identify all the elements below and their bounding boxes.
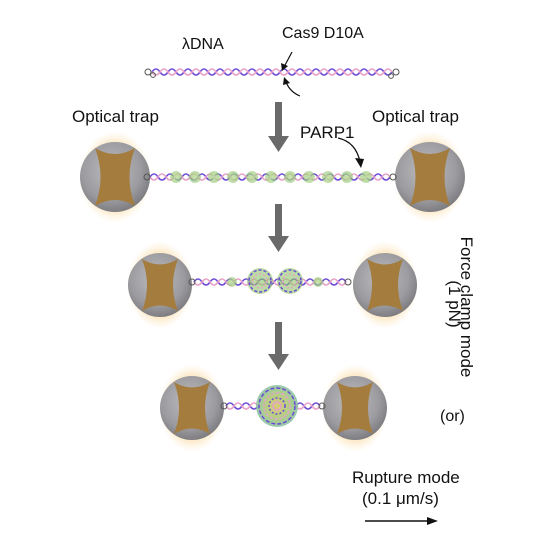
cas9-nick-arrows: [281, 51, 301, 97]
optical-trap-right-2: [394, 131, 466, 223]
dna-partially-condensed: [188, 268, 352, 294]
dna-strand-top: [144, 68, 400, 79]
optical-trap-left-label: Optical trap: [72, 107, 159, 126]
optical-trap-right-label: Optical trap: [372, 107, 459, 126]
rupture-direction-arrow: [365, 517, 438, 525]
or-label: (or): [440, 408, 465, 425]
process-arrow-2: [268, 204, 289, 252]
optical-trap-left-4: [159, 364, 225, 452]
optical-trap-right-3: [352, 241, 418, 329]
optical-trap-left-3: [127, 241, 193, 329]
cas9-label: Cas9 D10A: [282, 25, 364, 42]
dna-fully-condensed: [220, 385, 326, 427]
process-arrow-3: [268, 322, 289, 370]
lambda-dna-label: λDNA: [182, 36, 224, 53]
process-arrow-1: [268, 102, 289, 152]
parp1-label: PARP1: [300, 123, 355, 142]
parp1-pointer: [337, 137, 364, 168]
optical-trap-left-2: [79, 131, 151, 223]
dna-with-parp1: [143, 171, 397, 183]
rupture-mode-label: Rupture mode: [352, 468, 460, 487]
optical-trap-right-4: [322, 364, 388, 452]
rupture-speed-label: (0.1 μm/s): [362, 489, 439, 508]
force-value-label: (1 pN): [445, 280, 464, 328]
